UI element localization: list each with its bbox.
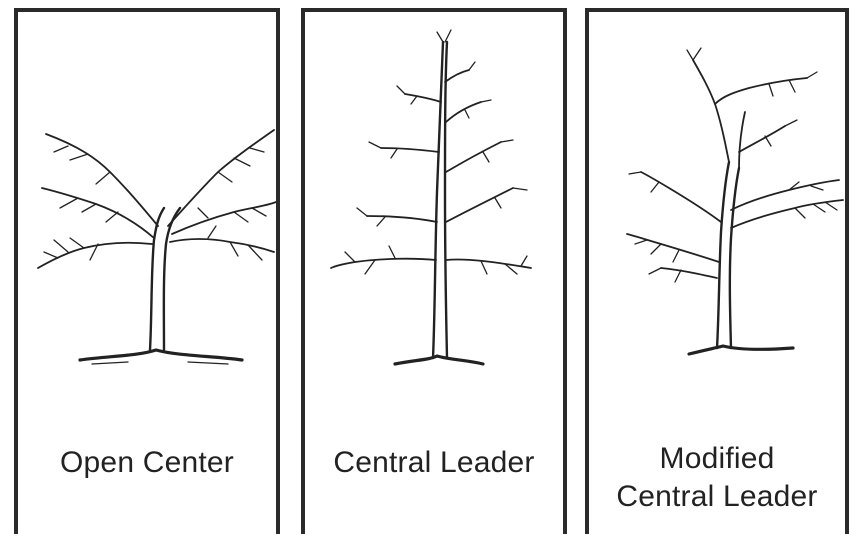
central-leader-tree-icon — [305, 12, 563, 432]
caption-modified-central-leader: Modified Central Leader — [589, 440, 845, 516]
caption-open-center-text: Open Center — [60, 446, 234, 479]
caption-modified-line2: Central Leader — [589, 478, 845, 516]
caption-central-leader-text: Central Leader — [333, 446, 534, 479]
panel-modified-central-leader: Modified Central Leader — [585, 8, 849, 534]
panel-open-center: Open Center — [14, 8, 280, 534]
open-center-tree-icon — [18, 12, 276, 432]
panel-central-leader: Central Leader — [301, 8, 567, 534]
modified-central-leader-tree-icon — [589, 12, 847, 432]
caption-modified-line1: Modified — [589, 440, 845, 478]
caption-central-leader: Central Leader — [305, 444, 563, 482]
caption-open-center: Open Center — [18, 444, 276, 482]
